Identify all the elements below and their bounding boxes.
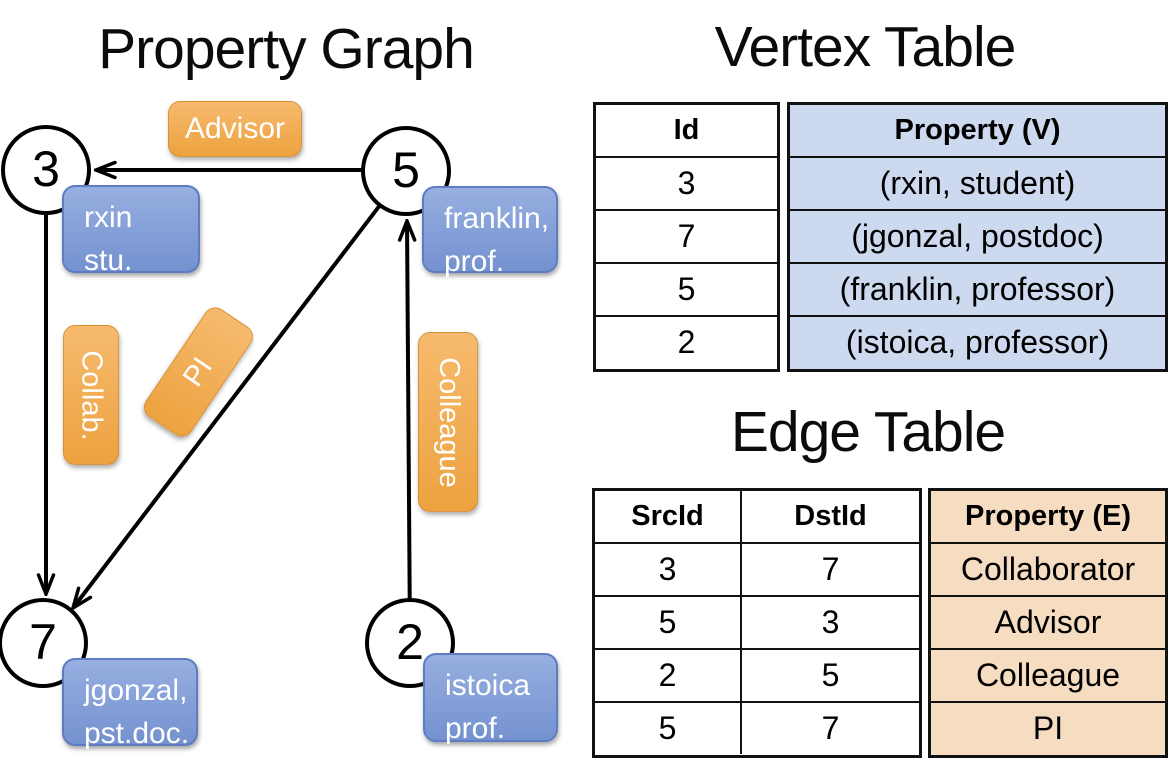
edge-property-cell: Collaborator	[931, 544, 1165, 597]
node-label-line: pst.doc.	[84, 717, 190, 750]
vertex-table-id-column: Id 3 7 5 2	[593, 102, 780, 372]
edge-label-text: Collab.	[75, 349, 108, 441]
node-id: 5	[392, 142, 420, 198]
edge-label-colleague: Colleague	[418, 332, 478, 512]
edge-dstid-cell: 3	[821, 604, 840, 640]
vertex-property-cell: (istoica, professor)	[845, 324, 1110, 360]
vertex-id-cell: 2	[677, 324, 696, 360]
node-label-franklin: franklin, prof.	[422, 186, 558, 278]
vertex-id-cell: 7	[596, 211, 777, 264]
node-label-line: franklin,	[444, 202, 550, 235]
vertex-property-cell: (jgonzal, postdoc)	[790, 211, 1165, 264]
edge-dstid-cell: 5	[821, 657, 840, 693]
edge-property-cell: PI	[1032, 710, 1064, 746]
node-id: 7	[29, 614, 57, 670]
edge-table-id-columns: SrcId DstId 3 7 5 3 2 5 5 7	[592, 488, 922, 758]
vertex-col-header-property: Property (V)	[790, 105, 1165, 158]
vertex-property-cell: (rxin, student)	[790, 158, 1165, 211]
edge-property-cell: Colleague	[931, 650, 1165, 703]
node-label-istoica: istoica prof.	[423, 653, 558, 745]
node-label-line: rxin	[84, 201, 133, 234]
node-id: 2	[396, 614, 424, 670]
edge-label-text: Advisor	[184, 112, 286, 145]
edge-property-cell: Advisor	[931, 597, 1165, 650]
node-label-jgonzal: jgonzal, pst.doc.	[62, 658, 198, 750]
vertex-table-property-column: Property (V) (rxin, student) (jgonzal, p…	[787, 102, 1168, 372]
edge-label-text: Colleague	[432, 356, 465, 488]
vertex-table-title: Vertex Table	[714, 15, 1017, 79]
property-graph-title: Property Graph	[98, 17, 475, 81]
edge-label-advisor: Advisor	[168, 101, 302, 157]
edge-col-header-srcid: SrcId	[595, 491, 742, 542]
vertex-col-header-id: Id	[596, 105, 777, 158]
edge-dstid-cell: 7	[821, 551, 840, 587]
node-label-line: jgonzal,	[84, 674, 188, 707]
node-label-line: prof.	[445, 712, 506, 745]
edge-table-property-column: Property (E) Collaborator Advisor Collea…	[928, 488, 1168, 758]
vertex-property-cell: (franklin, professor)	[790, 264, 1165, 317]
edge-srcid-cell: 3	[595, 544, 742, 595]
edge-dstid-cell: 7	[821, 710, 840, 746]
node-id: 3	[32, 141, 60, 197]
edge-srcid-cell: 5	[595, 597, 742, 648]
node-label-rxin: rxin stu.	[62, 185, 200, 277]
edge-col-header-dstid: DstId	[794, 500, 867, 532]
edge-table-title: Edge Table	[730, 400, 1006, 464]
edge-line-pi-5-7	[73, 169, 408, 608]
graph-node-2: 2	[365, 598, 455, 688]
node-label-line: prof.	[444, 245, 505, 278]
vertex-id-cell: 3	[596, 158, 777, 211]
edge-label-collab: Collab.	[63, 325, 119, 465]
node-label-line: istoica	[445, 669, 531, 702]
edge-srcid-cell: 2	[595, 650, 742, 701]
edge-line-colleague-2-5	[407, 221, 410, 641]
vertex-id-cell: 5	[596, 264, 777, 317]
graph-edges-svg	[0, 0, 585, 641]
edge-label-text: PI	[177, 351, 220, 393]
node-label-line: stu.	[84, 244, 133, 277]
edge-col-header-property: Property (E)	[931, 491, 1165, 544]
graph-node-5: 5	[361, 126, 451, 216]
edge-srcid-cell: 5	[595, 703, 742, 754]
